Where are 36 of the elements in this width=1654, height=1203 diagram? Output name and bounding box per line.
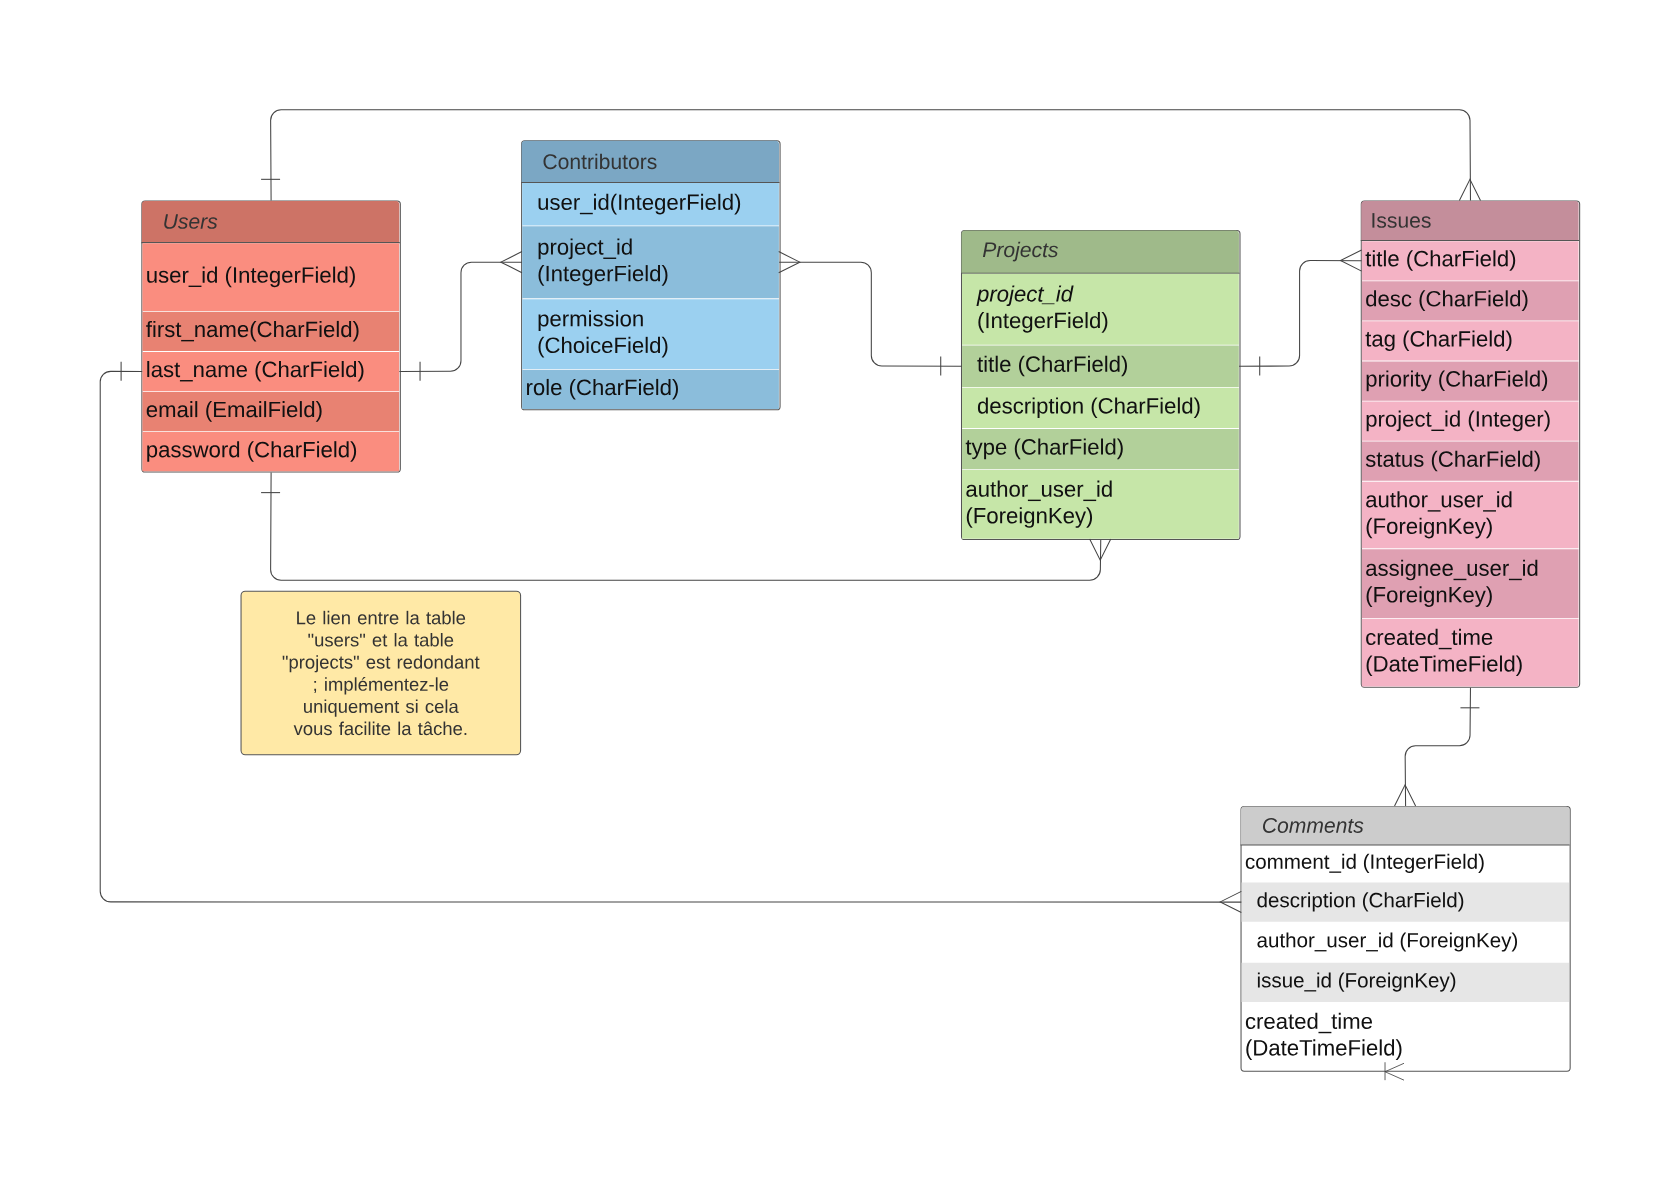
table-row: author_user_id (ForeignKey): [1361, 481, 1579, 549]
relationship-line: [778, 251, 963, 377]
table-row: project_id (IntegerField): [962, 274, 1239, 345]
table-row: description (CharField): [1241, 882, 1569, 922]
relationship-line: [1238, 249, 1363, 377]
table-row: title (CharField): [1361, 241, 1579, 281]
table-row: type (CharField): [962, 429, 1239, 470]
note-box: Le lien entre la table "users" et la table "projects" est redondant ; implémentez-le uniquement si cela vous facilite la tâche.: [240, 590, 522, 756]
relationship-line: [398, 251, 523, 382]
table-row: title (CharField): [962, 345, 1239, 388]
table-row: priority (CharField): [1361, 361, 1579, 401]
table-row: role (CharField): [522, 370, 779, 410]
table-row: created_time (DateTimeField): [1245, 1013, 1402, 1061]
table-row: project_id (IntegerField): [522, 226, 779, 299]
table-row: created_time (DateTimeField): [1361, 619, 1579, 687]
relationship-line: [99, 361, 1242, 914]
table-row: tag (CharField): [1361, 321, 1579, 361]
table-row: comment_id (IntegerField): [1245, 854, 1484, 874]
relationship-line: [260, 472, 1112, 581]
table-row: project_id (Integer): [1361, 401, 1579, 441]
table-row: description (CharField): [962, 388, 1239, 429]
table-row: password (CharField): [142, 432, 400, 472]
relationship-line: [260, 109, 1481, 202]
table-row: desc (CharField): [1361, 281, 1579, 321]
table-row: user_id (IntegerField): [142, 243, 400, 312]
table-row: user_id(IntegerField): [522, 183, 779, 226]
table-row: assignee_user_id (ForeignKey): [1361, 549, 1579, 619]
table-row: status (CharField): [1361, 441, 1579, 482]
table-row: author_user_id (ForeignKey): [962, 470, 1239, 540]
table-row: last_name (CharField): [142, 352, 400, 392]
table-row: first_name(CharField): [142, 312, 400, 352]
table-row: issue_id (ForeignKey): [1241, 962, 1569, 1003]
table-row: email (EmailField): [142, 392, 400, 432]
table-row: author_user_id (ForeignKey): [1257, 932, 1518, 952]
relationship-line: [1394, 687, 1480, 807]
table-row: permission (ChoiceField): [522, 299, 779, 370]
